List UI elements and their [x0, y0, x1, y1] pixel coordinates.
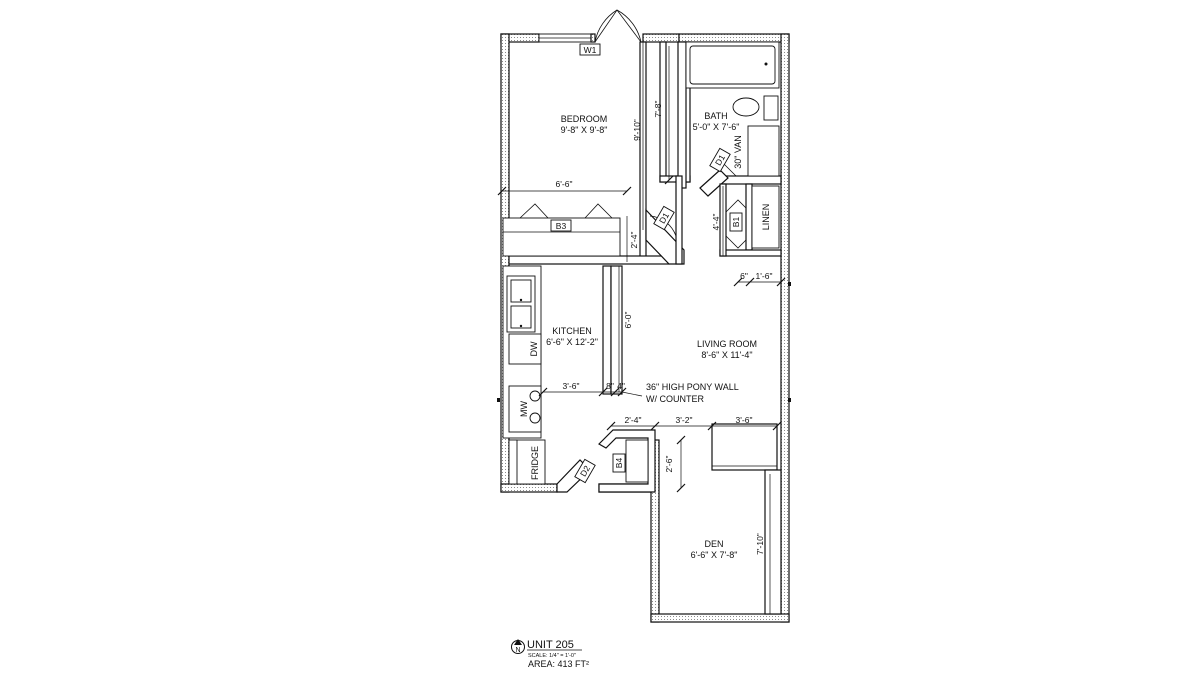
dim-linen-six: 6" [740, 271, 748, 281]
tag-b1-label: B1 [731, 217, 741, 228]
room-size-den: 6'-6" X 7'-8" [691, 550, 738, 560]
vanity [747, 125, 780, 177]
dim-pony-four: 4" [617, 381, 625, 391]
dishwasher [508, 333, 542, 365]
dim-hall: 2'-4" [629, 232, 639, 249]
tag-d2: D2 [574, 458, 596, 484]
scale-note: SCALE: 1/4" = 1'-0" [528, 653, 576, 659]
label-linen: LINEN [761, 204, 771, 231]
tag-d1-bath: D1 [709, 147, 731, 173]
dim-bed-height: 9'-10" [632, 119, 642, 141]
room-name-bath: BATH [704, 111, 727, 121]
bath-fixtures [685, 41, 780, 177]
room-name-den: DEN [704, 539, 723, 549]
dim-bed-closet-height: 7'-8" [653, 101, 663, 118]
entry-door [594, 9, 642, 43]
tag-w1: W1 [579, 43, 601, 56]
dim-den-opening: 3'-2" [676, 415, 693, 425]
dimension-lines [497, 42, 786, 614]
tag-b3: B3 [550, 219, 572, 232]
dim-b4-width: 2'-4" [625, 415, 642, 425]
note-pony-wall-line2: W/ COUNTER [646, 394, 704, 404]
tag-b1: B1 [729, 212, 743, 232]
label-vanity: 30" VAN [733, 135, 743, 169]
dim-bed-width: 6'-6" [556, 179, 573, 189]
toilet-icon [732, 97, 760, 117]
dim-counter: 3'-6" [563, 381, 580, 391]
label-dishwasher: DW [529, 341, 539, 356]
tag-b4-label: B4 [614, 458, 624, 469]
room-name-bedroom: BEDROOM [561, 114, 608, 124]
title-block: N UNIT 205 SCALE: 1/4" = 1'-0" AREA: 413… [511, 639, 589, 669]
label-fridge: FRIDGE [530, 446, 540, 480]
kitchen-fixtures [502, 265, 546, 485]
label-microwave: MW [519, 401, 529, 417]
tag-b3-label: B3 [556, 221, 567, 231]
unit-title: UNIT 205 [527, 639, 574, 651]
room-size-living: 8'-6" X 11'-4" [701, 350, 752, 360]
tag-d2-label: D2 [578, 464, 592, 479]
room-name-living: LIVING ROOM [697, 339, 757, 349]
dim-pony-thickness: 8" [606, 381, 614, 391]
room-name-kitchen: KITCHEN [552, 326, 592, 336]
tag-d1-bath-label: D1 [713, 153, 727, 168]
area-note: AREA: 413 FT² [528, 659, 589, 669]
tag-d1-bedroom: D1 [653, 205, 675, 231]
dim-den-height: 7'-10" [755, 533, 765, 555]
dim-den-right: 3'-6" [736, 415, 753, 425]
north-label: N [515, 647, 520, 654]
room-size-bath: 5'-0" X 7'-6" [693, 122, 740, 132]
dim-kitchen-wall: 6'-0" [623, 312, 633, 329]
dim-linen-width: 1'-6" [756, 271, 773, 281]
tag-b4: B4 [612, 453, 626, 473]
tag-d1-bedroom-label: D1 [657, 211, 671, 226]
tag-w1-label: W1 [584, 45, 597, 55]
room-size-bedroom: 9'-8" X 9'-8" [561, 125, 608, 135]
dim-linen-height: 4'-4" [711, 214, 721, 231]
dim-b4-height: 2'-6" [664, 456, 674, 473]
north-arrow-icon: N [511, 639, 525, 654]
room-size-kitchen: 6'-6" X 12'-2" [546, 337, 598, 347]
note-pony-wall-line1: 36" HIGH PONY WALL [646, 382, 739, 392]
